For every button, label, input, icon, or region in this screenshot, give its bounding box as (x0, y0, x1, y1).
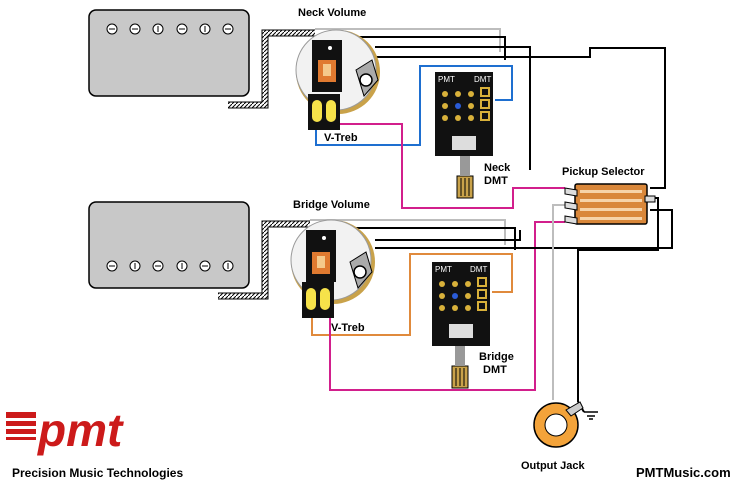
bridge-vtreb-label: V-Treb (331, 322, 365, 334)
neck-dmt-label-line2: DMT (484, 175, 508, 187)
output-jack-label: Output Jack (521, 460, 585, 472)
bridge-dmt-module: PMT DMT (432, 262, 490, 389)
output-jack (533, 401, 584, 448)
neck-pickup (88, 9, 250, 97)
pickup-selector-label: Pickup Selector (562, 166, 645, 178)
pmt-logo-text: pmt (36, 404, 124, 456)
neck-dmt-dmt-mark: DMT (474, 75, 491, 84)
bridge-dmt-dmt-mark: DMT (470, 265, 487, 274)
bridge-pickup (88, 201, 250, 289)
bridge-pickup-poles (106, 260, 234, 272)
neck-dmt-pmt-mark: PMT (438, 75, 455, 84)
neck-dmt-module: PMT DMT (435, 72, 493, 199)
bridge-volume-pot (290, 219, 375, 318)
neck-dmt-label-line1: Neck (484, 162, 511, 174)
neck-volume-label: Neck Volume (298, 7, 366, 19)
bridge-dmt-pmt-mark: PMT (435, 265, 452, 274)
neck-vtreb-label: V-Treb (324, 132, 358, 144)
neck-volume-pot (295, 29, 380, 130)
pmt-logo: pmt (6, 404, 124, 456)
website-label: PMTMusic.com (636, 465, 731, 480)
brand-name: Precision Music Technologies (12, 466, 183, 480)
bridge-dmt-label-line1: Bridge (479, 351, 514, 363)
bridge-volume-label: Bridge Volume (293, 199, 370, 211)
neck-pickup-poles (106, 23, 234, 35)
pickup-selector (564, 183, 656, 225)
bridge-dmt-label-line2: DMT (483, 364, 507, 376)
